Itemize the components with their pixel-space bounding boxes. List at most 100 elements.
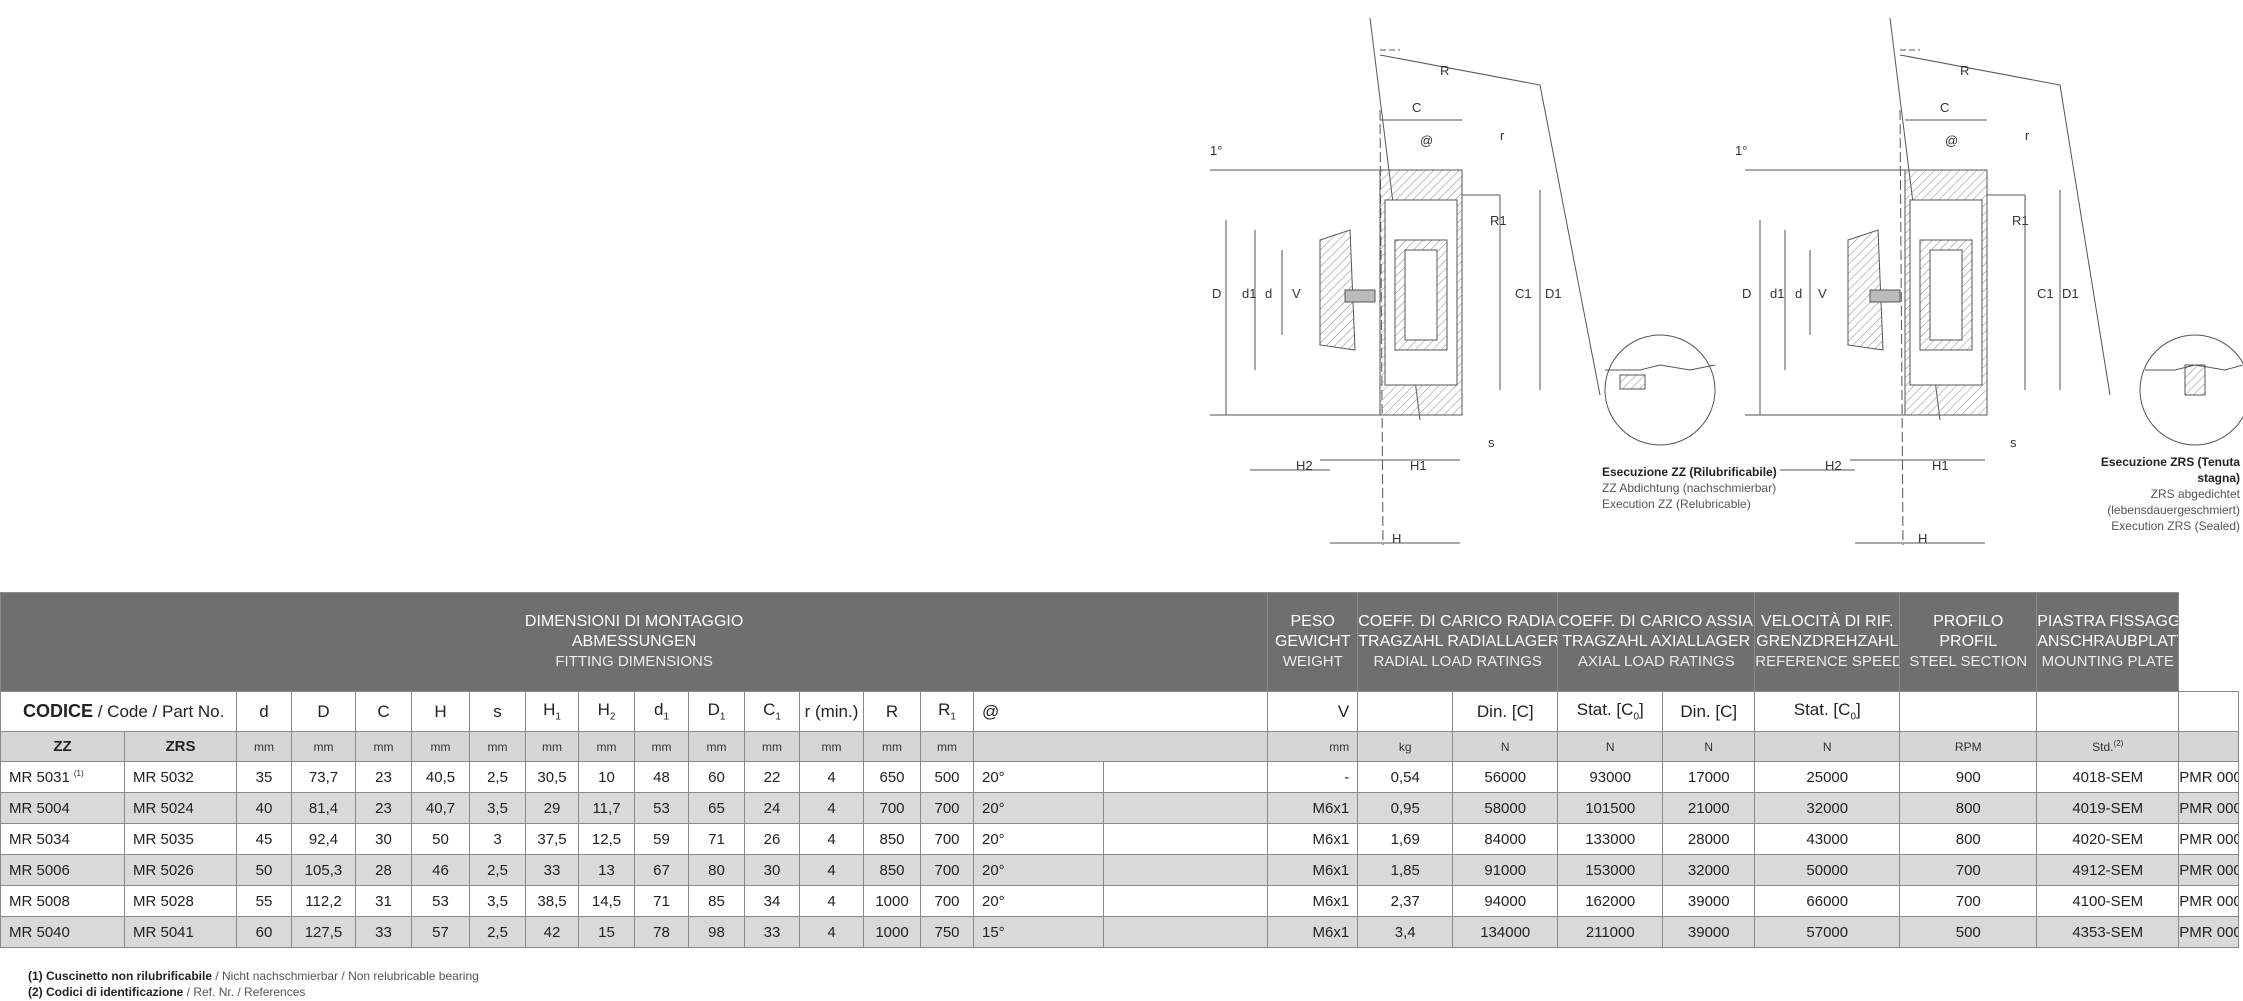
svg-text:d1: d1	[1770, 286, 1784, 301]
cell-C: 31	[355, 885, 412, 917]
cell-D: 105,3	[291, 854, 356, 886]
cell-ax-din: 39000	[1662, 885, 1756, 917]
col-C1: C1	[744, 691, 800, 732]
cell-H1: 29	[525, 792, 579, 824]
cell-V: M6x1	[1267, 885, 1359, 917]
cell-rad-din: 134000	[1452, 916, 1559, 948]
cell-rad-din: 84000	[1452, 823, 1559, 855]
cell-at: 15°	[973, 916, 1104, 948]
unit-empty	[972, 731, 1269, 762]
group-speed-de: GRENZDREHZAHL	[1756, 633, 1899, 650]
col-plate	[2178, 691, 2239, 732]
col-H2-base: H	[597, 700, 610, 720]
cell-H: 57	[411, 916, 470, 948]
cell-zz-code: MR 5006	[9, 861, 70, 879]
cell-ax-stat: 66000	[1754, 885, 1901, 917]
unit-mm: mm	[236, 731, 292, 762]
col-profile	[2036, 691, 2180, 732]
cell-rpm: 500	[1899, 916, 2038, 948]
unit-N: N	[1557, 731, 1664, 762]
cell-zz-code: MR 5034	[9, 830, 70, 848]
svg-text:D: D	[1212, 286, 1221, 301]
cell-D1: 60	[688, 761, 745, 793]
svg-text:H2: H2	[1825, 458, 1842, 473]
cell-at: 20°	[973, 823, 1104, 855]
drawing-zz-labels: R C @ r 1° R1 D d1 d V C1 D1 H2 H1 H s	[1210, 63, 1562, 546]
col-axial-stat-base: Stat. [C	[1793, 700, 1851, 720]
cell-zrs: MR 5035	[124, 823, 237, 855]
group-axial-it: COEFF. DI CARICO ASSIALE	[1558, 613, 1755, 630]
cell-profile: 4353-SEM	[2036, 916, 2180, 948]
cell-ax-stat: 32000	[1754, 792, 1901, 824]
svg-text:C: C	[1940, 100, 1949, 115]
cell-D: 73,7	[291, 761, 356, 793]
col-C1-base: C	[763, 700, 776, 720]
cell-H2: 15	[578, 916, 635, 948]
cell-D1: 98	[688, 916, 745, 948]
cell-V: M6x1	[1267, 854, 1359, 886]
group-profile-en: STEEL SECTION	[1909, 653, 2028, 670]
cell-ax-stat: 43000	[1754, 823, 1901, 855]
col-H2-sub: 2	[609, 711, 616, 723]
cell-profile: 4020-SEM	[2036, 823, 2180, 855]
cell-s: 3	[469, 823, 526, 855]
unit-zz: ZZ	[0, 731, 125, 762]
col-H1-base: H	[543, 700, 556, 720]
table-group-header: DIMENSIONI DI MONTAGGIO ABMESSUNGEN FITT…	[0, 592, 2239, 692]
cell-C1: 34	[744, 885, 800, 917]
col-H1-sub: 1	[555, 711, 561, 723]
cell-D1: 71	[688, 823, 745, 855]
cell-C: 23	[355, 792, 412, 824]
cell-profile: 4018-SEM	[2036, 761, 2180, 793]
cell-H: 46	[411, 854, 470, 886]
cell-D: 92,4	[291, 823, 356, 855]
col-radial-stat-sub: 0	[1633, 711, 1639, 723]
cell-zz: MR 5034	[0, 823, 125, 855]
unit-mm: mm	[291, 731, 356, 762]
col-radial-din: Din. [C]	[1452, 691, 1559, 732]
svg-text:D1: D1	[2062, 286, 2079, 301]
cell-s: 2,5	[469, 916, 526, 948]
cell-kg: 1,85	[1357, 854, 1454, 886]
col-H1: H1	[525, 691, 579, 732]
col-H: H	[411, 691, 470, 732]
cell-zz-code: MR 5008	[9, 892, 70, 910]
cell-C1: 33	[744, 916, 800, 948]
cell-kg: 3,4	[1357, 916, 1454, 948]
col-R1-base: R	[938, 700, 951, 720]
cell-R: 1000	[863, 885, 921, 917]
cell-spacer	[1102, 761, 1269, 793]
spec-table: DIMENSIONI DI MONTAGGIO ABMESSUNGEN FITT…	[0, 592, 2239, 948]
cell-R1: 700	[920, 854, 974, 886]
cell-rad-din: 56000	[1452, 761, 1559, 793]
svg-text:H1: H1	[1410, 458, 1427, 473]
group-fitting-en: FITTING DIMENSIONS	[555, 653, 713, 670]
drawing-zrs	[1745, 17, 2243, 546]
cell-d: 60	[236, 916, 292, 948]
cell-H1: 38,5	[525, 885, 579, 917]
codice-header: CODICE / Code / Part No.	[0, 691, 237, 732]
group-radial-en: RADIAL LOAD RATINGS	[1373, 653, 1542, 670]
unit-mm: mm	[525, 731, 579, 762]
cell-H2: 11,7	[578, 792, 635, 824]
cell-rpm: 800	[1899, 823, 2038, 855]
caption-zrs-title: Esecuzione ZRS (Tenuta stagna)	[2100, 455, 2240, 485]
cell-d: 45	[236, 823, 292, 855]
caption-zrs-de: ZRS abgedichtet	[2150, 487, 2240, 501]
cell-D1: 85	[688, 885, 745, 917]
col-radial-stat-base: Stat. [C	[1576, 700, 1634, 720]
unit-N: N	[1452, 731, 1559, 762]
cell-zz: MR 5004	[0, 792, 125, 824]
svg-text:@: @	[1945, 133, 1958, 148]
cell-D1: 80	[688, 854, 745, 886]
unit-rpm: RPM	[1899, 731, 2038, 762]
col-axial-stat-sub: 0	[1850, 711, 1856, 723]
cell-ax-stat: 57000	[1754, 916, 1901, 948]
cell-R1: 700	[920, 823, 974, 855]
cell-spacer	[1102, 854, 1269, 886]
cell-H2: 14,5	[578, 885, 635, 917]
